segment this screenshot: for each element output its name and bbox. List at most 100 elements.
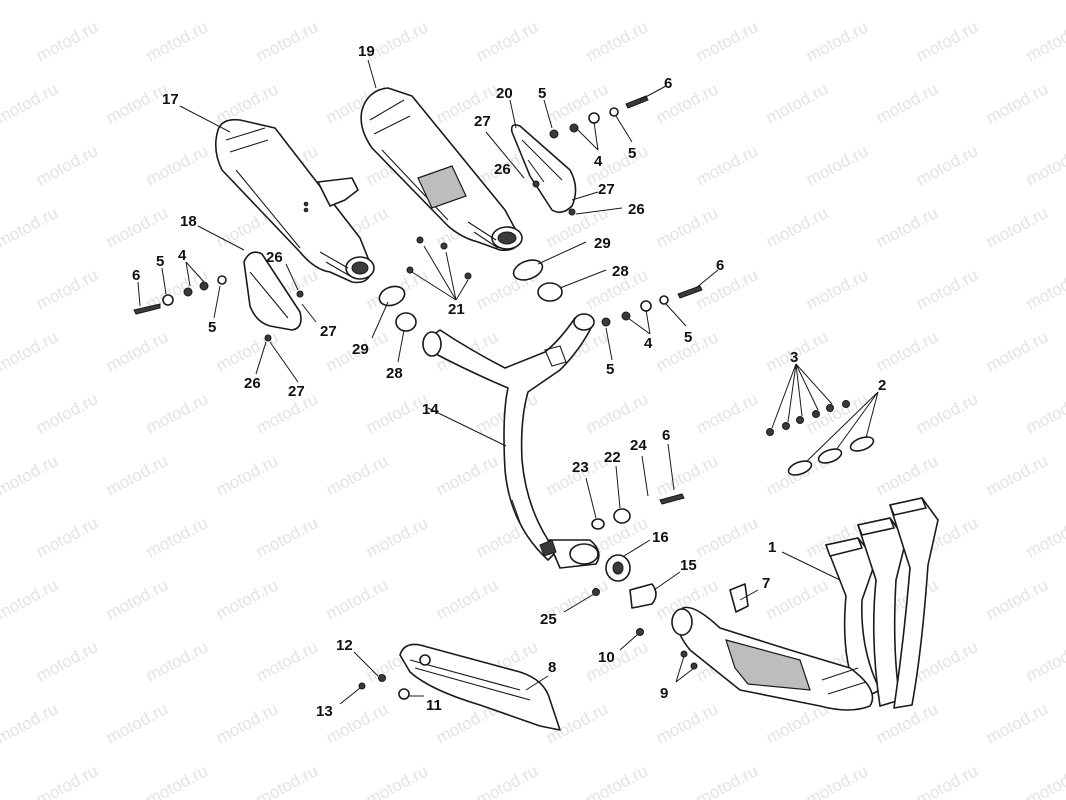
watermark-text: motod.ru (763, 79, 831, 127)
watermark-text: motod.ru (0, 451, 61, 499)
watermark-text: motod.ru (363, 761, 431, 800)
label-26-a: 26 (266, 249, 283, 266)
collector-pipe (422, 313, 600, 569)
label-28-a: 28 (386, 365, 403, 382)
watermark-text: motod.ru (323, 699, 391, 747)
watermark-text: motod.ru (433, 451, 501, 499)
label-27-c: 27 (474, 113, 491, 130)
watermark-text: motod.ru (693, 513, 761, 561)
label-28-b: 28 (612, 263, 629, 280)
label-20: 20 (496, 85, 513, 102)
watermark-text: motod.ru (913, 265, 981, 313)
muffler-right (360, 87, 523, 252)
watermark-text: motod.ru (33, 637, 101, 685)
label-6-b: 6 (664, 75, 672, 92)
watermark-text: motod.ru (433, 79, 501, 127)
watermark-text: motod.ru (363, 389, 431, 437)
watermark-text: motod.ru (803, 17, 871, 65)
watermark-text: motod.ru (873, 327, 941, 375)
watermark-text: motod.ru (653, 203, 721, 251)
label-25: 25 (540, 611, 557, 628)
watermark-text: motod.ru (983, 203, 1051, 251)
label-4-a: 4 (178, 247, 187, 264)
fasteners (133, 95, 703, 700)
watermark-text: motod.ru (103, 575, 171, 623)
header-pipes (671, 497, 939, 711)
watermark-text: motod.ru (253, 761, 321, 800)
watermark-text: motod.ru (543, 0, 611, 4)
watermark-text: motod.ru (693, 141, 761, 189)
watermark-text: motod.ru (0, 327, 61, 375)
label-22: 22 (604, 449, 621, 466)
watermark-text: motod.ru (1023, 761, 1066, 800)
watermark-text: motod.ru (693, 389, 761, 437)
label-18: 18 (180, 213, 197, 230)
label-6-d: 6 (662, 427, 670, 444)
watermark-text: motod.ru (213, 327, 281, 375)
watermark-text: motod.ru (253, 513, 321, 561)
watermark-text: motod.ru (913, 17, 981, 65)
label-15: 15 (680, 557, 697, 574)
label-23: 23 (572, 459, 589, 476)
watermark-text: motod.ru (583, 389, 651, 437)
watermark-text: motod.ru (33, 761, 101, 800)
watermark-text: motod.ru (323, 575, 391, 623)
watermark-text: motod.ru (363, 513, 431, 561)
gaskets (787, 436, 875, 476)
lower-heat-shield (399, 643, 561, 731)
watermark-text: motod.ru (1023, 513, 1066, 561)
watermark-text: motod.ru (103, 327, 171, 375)
label-24: 24 (630, 437, 647, 454)
watermark-text: motod.ru (983, 575, 1051, 623)
watermark-text: motod.ru (213, 79, 281, 127)
label-12: 12 (336, 637, 353, 654)
watermark-text: motod.ru (433, 0, 501, 4)
muffler-left (214, 118, 375, 284)
watermark-text: motod.ru (1023, 17, 1066, 65)
watermark-text: motod.ru (323, 451, 391, 499)
label-26-b: 26 (244, 375, 261, 392)
label-8: 8 (548, 659, 556, 676)
watermark-text: motod.ru (213, 0, 281, 4)
watermark-text: motod.ru (1023, 141, 1066, 189)
label-5-e: 5 (606, 361, 614, 378)
watermark-text: motod.ru (873, 203, 941, 251)
watermark-text: motod.ru (653, 451, 721, 499)
clamps-and-sleeves (378, 259, 749, 613)
watermark-text: motod.ru (1023, 389, 1066, 437)
label-26-d: 26 (628, 201, 645, 218)
watermark-text: motod.ru (653, 0, 721, 4)
watermark-text: motod.ru (983, 451, 1051, 499)
heat-shield-right (510, 124, 577, 214)
watermark-text: motod.ru (693, 761, 761, 800)
label-1: 1 (768, 539, 776, 556)
watermark-text: motod.ru (653, 699, 721, 747)
label-9: 9 (660, 685, 668, 702)
watermark-text: motod.ru (143, 389, 211, 437)
watermark-text: motod.ru (763, 575, 831, 623)
watermark-text: motod.ru (873, 79, 941, 127)
leader-lines (137, 59, 879, 705)
watermark-text: motod.ru (803, 265, 871, 313)
watermark-text: motod.ru (803, 141, 871, 189)
watermark-text: motod.ru (983, 327, 1051, 375)
label-27-d: 27 (598, 181, 615, 198)
watermark-text: motod.ru (0, 79, 61, 127)
label-29-b: 29 (594, 235, 611, 252)
watermark-text: motod.ru (583, 17, 651, 65)
label-5-b: 5 (208, 319, 216, 336)
watermark-text: motod.ru (103, 451, 171, 499)
watermark-text: motod.ru (1023, 265, 1066, 313)
watermark-text: motod.ru (0, 0, 61, 4)
watermark-text: motod.ru (873, 451, 941, 499)
watermark-text: motod.ru (913, 389, 981, 437)
watermark-text: motod.ru (803, 761, 871, 800)
label-10: 10 (598, 649, 615, 666)
label-27-a: 27 (320, 323, 337, 340)
label-13: 13 (316, 703, 333, 720)
watermark-text: motod.ru (33, 141, 101, 189)
watermark-text: motod.ru (103, 79, 171, 127)
label-5-d: 5 (628, 145, 636, 162)
